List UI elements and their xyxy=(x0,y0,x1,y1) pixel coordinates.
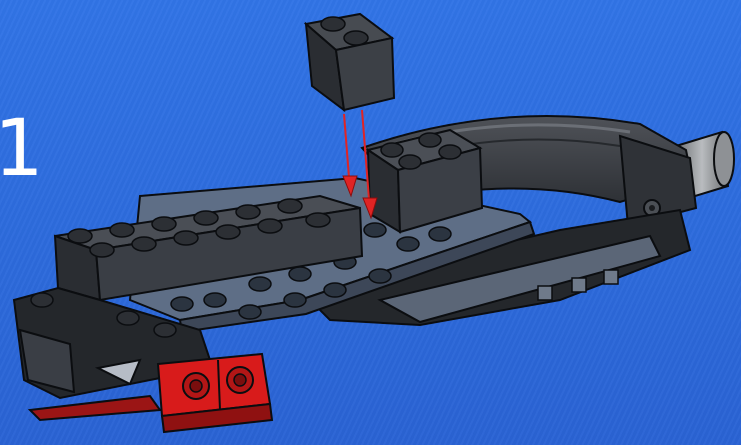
incoming-brick xyxy=(306,14,394,110)
red-bricks xyxy=(158,354,272,432)
